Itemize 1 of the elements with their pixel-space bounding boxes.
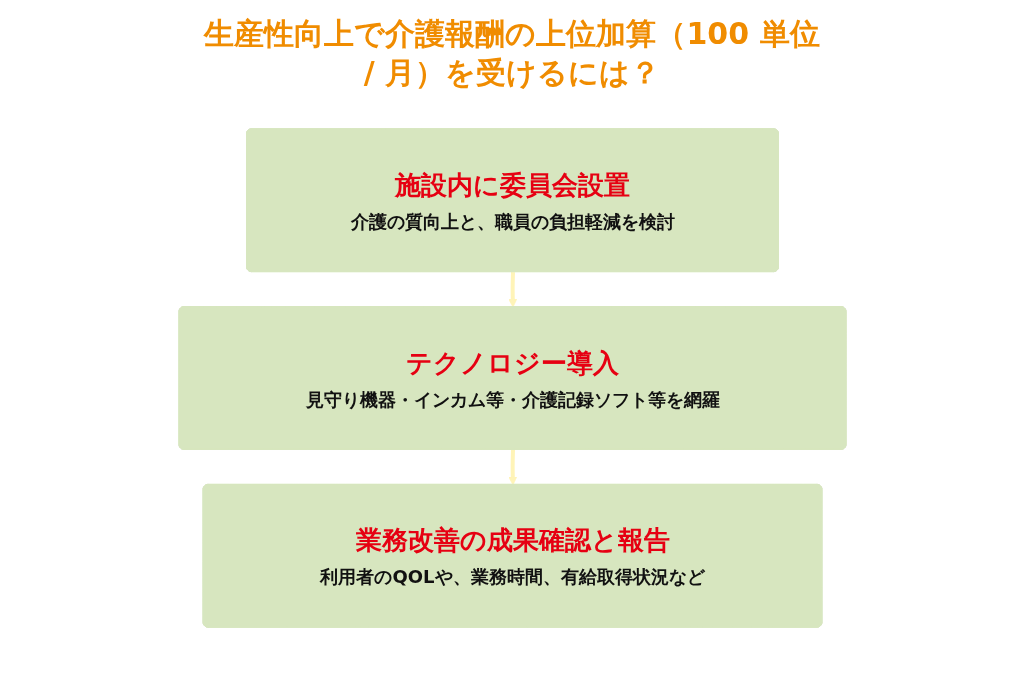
title: 生産性向上で介護報酬の上位加算（100 単位 / 月）を受けるには？ <box>202 15 821 92</box>
